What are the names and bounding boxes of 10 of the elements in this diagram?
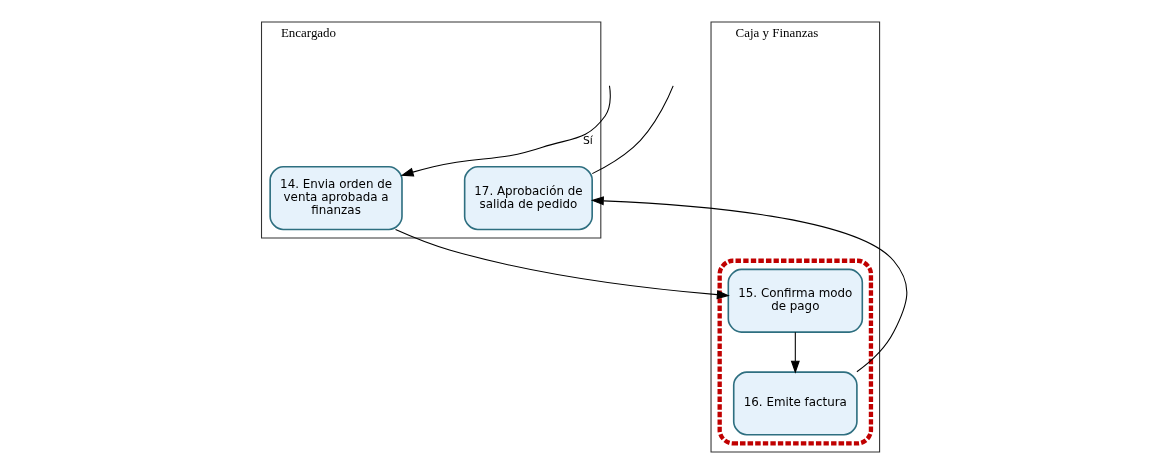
edge-label: Sí (582, 133, 593, 147)
node-box: 14. Envia orden de venta aprobada a finanzas (268, 165, 403, 230)
node-box: 17. Aprobación de salida de pedido (463, 165, 593, 230)
connector (591, 84, 674, 174)
arrow (394, 228, 730, 299)
arrow (790, 331, 800, 374)
node-box: 16. Emite factura (732, 370, 858, 436)
node-box: 15. Confirma modo de pago (727, 268, 863, 333)
arrow (400, 84, 611, 176)
arrow (590, 195, 907, 372)
